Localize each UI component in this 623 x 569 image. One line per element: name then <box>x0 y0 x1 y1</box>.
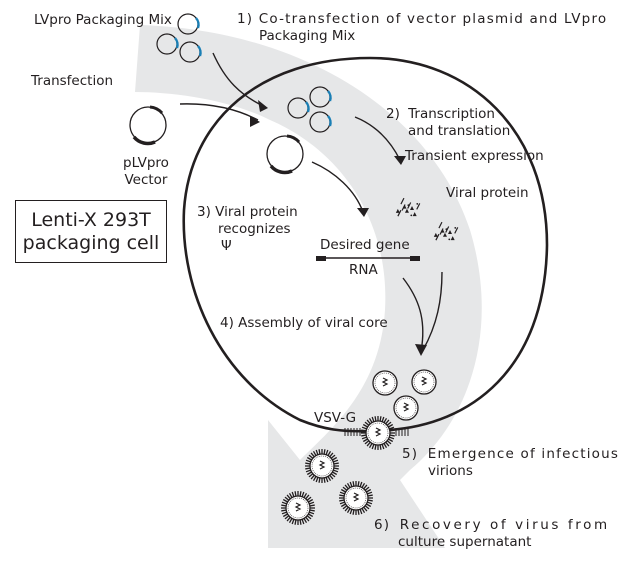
transfection-label: Transfection <box>31 73 114 89</box>
viral-core-icon <box>411 369 437 395</box>
process-band <box>135 25 482 548</box>
psi-symbol: Ψ <box>221 238 232 254</box>
step-1-line2: Packaging Mix <box>259 28 356 44</box>
viral-core-icon <box>393 395 419 421</box>
viral-core-icon <box>372 370 398 396</box>
viral-protein-clusters <box>395 197 459 241</box>
step-5-line1: Emergence of infectious <box>427 446 620 462</box>
protein-dot <box>410 214 413 217</box>
step-1-num: 1) <box>237 11 254 27</box>
protein-triangle <box>404 208 409 213</box>
arrowhead <box>258 100 268 112</box>
step-6: 6) Recovery of virus from culture supern… <box>374 517 610 551</box>
protein-triangle <box>442 232 447 237</box>
protein-dash <box>407 202 412 209</box>
virion-icon <box>281 491 315 525</box>
protein-dash <box>400 197 405 205</box>
protein-dash <box>435 233 440 241</box>
arrow-mix-to-cell <box>212 52 266 108</box>
step-4: 4) Assembly of viral core <box>220 315 388 332</box>
cell-membrane <box>182 56 549 433</box>
vector-label-line2: Vector <box>124 172 168 188</box>
desired-gene-label: Desired gene <box>320 237 410 253</box>
protein-dash <box>397 209 402 217</box>
protein-dash <box>445 226 450 233</box>
virion-icon <box>339 481 373 515</box>
protein-triangle <box>412 212 417 217</box>
step-1: 1) Co-transfection of vector plasmid and… <box>237 11 607 45</box>
step-4-num: 4) <box>220 315 234 331</box>
step-3-line1: Viral protein <box>215 204 298 220</box>
packaging-mix-label: LVpro Packaging Mix <box>34 12 172 28</box>
protein-triangle <box>440 228 445 233</box>
step-4-line1: Assembly of viral core <box>238 315 388 331</box>
protein-dash <box>438 221 443 229</box>
rna-strand <box>316 256 420 261</box>
packaging-cell-box: Lenti-X 293T packaging cell <box>15 200 167 263</box>
box-line2: packaging cell <box>22 232 160 254</box>
step-2-num: 2) <box>386 106 400 122</box>
packaging-plasmids-inside <box>287 86 332 133</box>
arrow-to-rna <box>311 161 364 213</box>
arrow-transcription <box>354 116 401 161</box>
arrow-rna-to-core <box>402 277 424 346</box>
arrow-protein-to-core <box>422 271 443 351</box>
vsvg-label: VSV-G <box>314 410 357 426</box>
protein-dot <box>410 208 413 210</box>
vector-label-line1: pLVpro <box>123 155 169 171</box>
protein-triangle <box>433 232 438 237</box>
protein-dot <box>448 232 451 234</box>
step-6-line1: Recovery of virus from <box>399 517 610 533</box>
viral-protein-label: Viral protein <box>446 185 529 201</box>
protein-triangle <box>450 236 455 241</box>
protein-triangle <box>395 208 400 213</box>
virions <box>281 416 409 525</box>
protein-dash <box>454 227 459 234</box>
step-2-line2: and translation <box>408 123 511 139</box>
virion-icon <box>305 449 339 483</box>
step-5-line2: virions <box>428 463 473 479</box>
box-line1: Lenti-X 293T <box>31 209 151 231</box>
protein-dot <box>448 238 451 241</box>
protein-dot <box>416 202 419 205</box>
protein-triangle <box>402 204 407 209</box>
step-6-line2: culture supernatant <box>398 534 532 550</box>
arrowhead <box>250 116 260 127</box>
virion-icon <box>361 416 395 450</box>
arrowhead <box>415 344 427 356</box>
step-5: 5) Emergence of infectious virions <box>402 446 619 480</box>
packaging-plasmids-outside <box>156 13 202 63</box>
step-3: 3) Viral protein recognizes Ψ <box>197 204 298 255</box>
step-6-num: 6) <box>374 517 391 533</box>
step-2-line1: Transcription <box>408 106 495 122</box>
step-5-num: 5) <box>402 446 419 462</box>
step-3-line2: recognizes <box>218 221 291 237</box>
protein-dash <box>416 203 421 210</box>
vector-plasmid-inside <box>266 134 304 175</box>
arrows <box>179 52 443 351</box>
arrowhead <box>357 208 369 217</box>
transient-expression-label: Transient expression <box>405 148 544 164</box>
vector-label: pLVpro Vector <box>123 155 169 189</box>
step-3-num: 3) <box>197 204 211 220</box>
arrowheads <box>250 100 427 356</box>
viral-cores <box>372 369 437 421</box>
arrowhead <box>394 156 406 165</box>
rna-label: RNA <box>349 262 378 278</box>
step-2: 2) Transcription and translation <box>386 106 510 140</box>
arrow-vector-to-cell <box>179 103 259 121</box>
protein-dot <box>454 226 457 229</box>
step-1-line1: Co-transfection of vector plasmid and LV… <box>258 11 608 27</box>
vector-plasmid-outside <box>129 105 167 146</box>
